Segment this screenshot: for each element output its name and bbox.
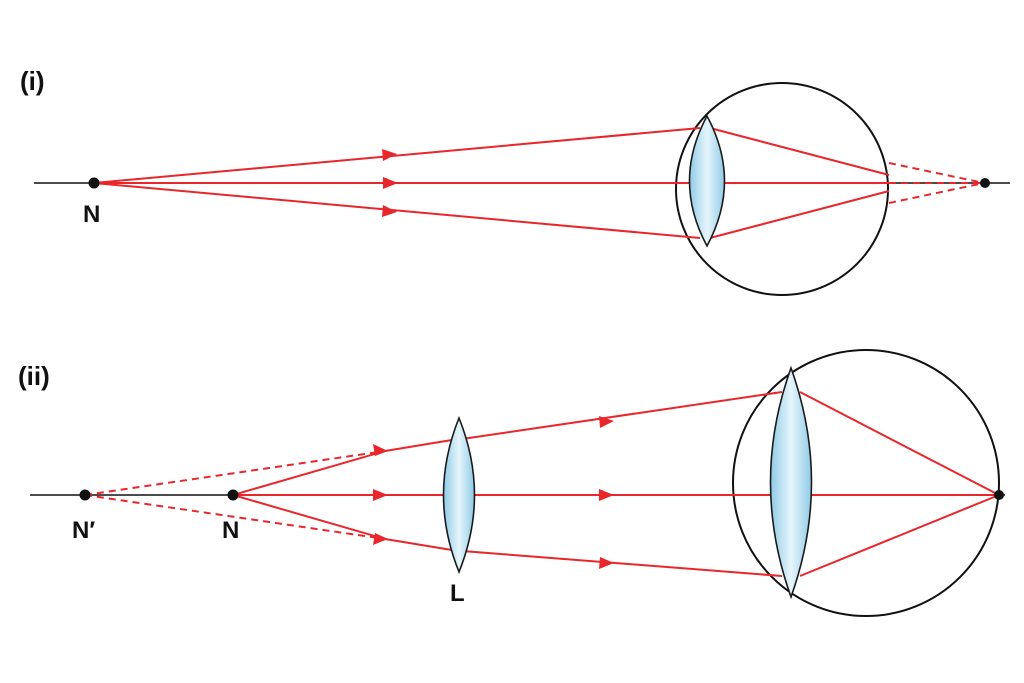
near-point-label-ii: N xyxy=(222,517,239,544)
near-point-n-ii xyxy=(227,489,239,501)
ray-upper-ii-virtual xyxy=(84,450,386,496)
eyeball-ii xyxy=(732,349,1000,617)
panel-i: (i) N xyxy=(20,66,1010,296)
arrowhead-lower-ii-first xyxy=(373,533,388,545)
eyeball-i xyxy=(675,82,889,296)
ray-lower-i-extension xyxy=(888,182,985,204)
arrowhead-axial-i xyxy=(383,177,398,189)
arrowhead-axial-ii-second xyxy=(599,489,614,501)
arrowhead-upper-ii-second xyxy=(599,416,614,428)
arrowhead-axial-ii-first xyxy=(373,489,388,501)
eye-lens-ii xyxy=(769,365,813,600)
arrowhead-upper-i xyxy=(382,149,397,161)
ray-upper-ii-between-lenses xyxy=(461,391,783,440)
ray-lower-ii-to-lens xyxy=(384,538,459,552)
near-point-n-i xyxy=(88,177,100,189)
ray-lower-ii-between-lenses xyxy=(461,550,783,577)
ray-lower-ii-refracted xyxy=(799,494,1000,577)
lens-l-label: L xyxy=(450,580,465,607)
panel-i-label: (i) xyxy=(20,66,45,96)
retina-focus-point xyxy=(994,490,1004,500)
eye-lens-i xyxy=(688,114,726,248)
ray-upper-ii-refracted xyxy=(799,391,1000,496)
ray-lower-i-refracted xyxy=(709,190,890,239)
focus-behind-retina-point xyxy=(980,178,990,188)
corrective-convex-lens xyxy=(442,415,476,575)
ray-upper-i-extension xyxy=(888,162,985,184)
ray-lower-i-incident xyxy=(93,182,701,239)
virtual-point-label: N′ xyxy=(72,517,95,544)
ray-lower-ii-from-n xyxy=(232,494,386,540)
near-point-label-i: N xyxy=(83,201,100,228)
ray-upper-i-refracted xyxy=(709,127,890,176)
panel-ii-label: (ii) xyxy=(18,361,50,391)
virtual-point-n-prime xyxy=(79,489,91,501)
ray-upper-i-incident xyxy=(93,127,701,184)
ray-lower-ii-virtual xyxy=(84,494,386,540)
arrowhead-upper-ii-first xyxy=(373,444,388,456)
panel-ii: (ii) N′ xyxy=(18,349,1005,617)
ray-upper-ii-from-n xyxy=(232,450,386,496)
ray-upper-ii-to-lens xyxy=(384,438,459,452)
arrowhead-lower-i xyxy=(382,205,397,217)
arrowhead-lower-ii-second xyxy=(599,557,614,569)
